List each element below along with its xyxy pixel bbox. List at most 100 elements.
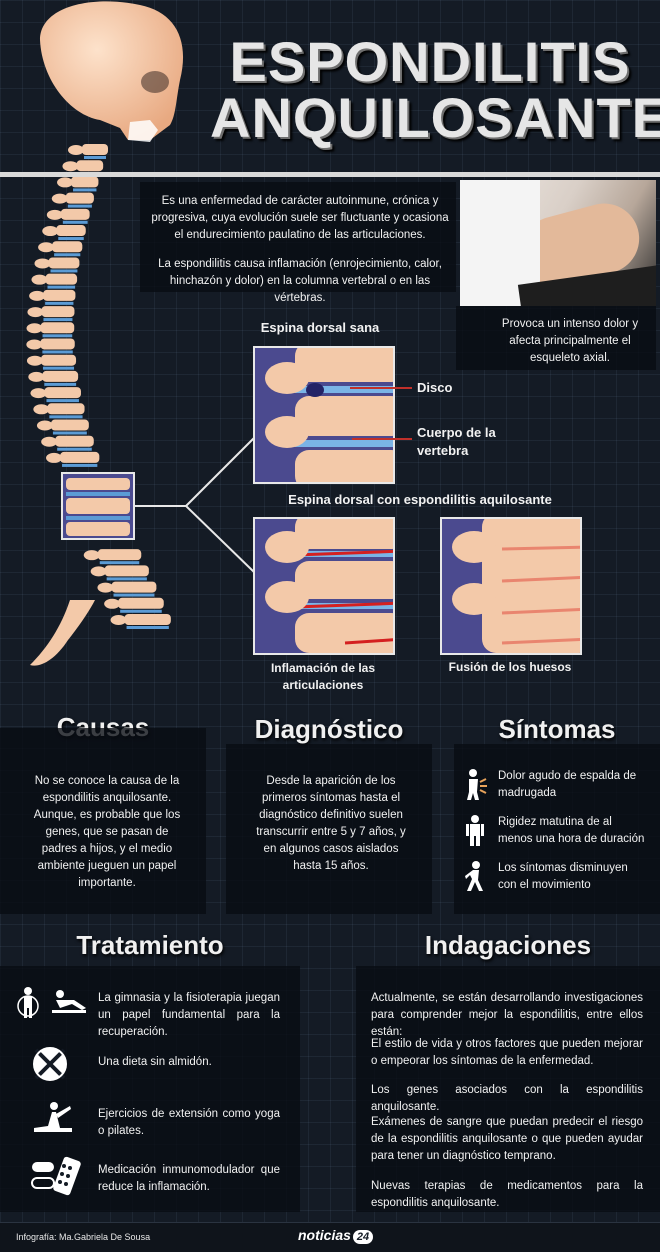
spinal-disc	[49, 415, 83, 419]
vertebra	[71, 176, 99, 188]
vertebra	[60, 208, 90, 220]
inflammation-image	[253, 517, 395, 655]
spinous-process	[97, 582, 114, 593]
back-pain-photo	[460, 180, 656, 306]
healthy-spine-image	[253, 346, 395, 484]
spinous-process	[26, 323, 43, 334]
symptom-2-text: Rigidez matutina de al menos una hora de…	[498, 816, 645, 845]
spinous-process	[110, 615, 127, 625]
disc-pointer	[350, 387, 412, 389]
treatment-2-text: Una dieta sin almidón.	[98, 1056, 212, 1068]
indagaciones-p4: Exámenes de sangre que puedan predecir e…	[371, 1116, 643, 1162]
spinal-disc	[113, 593, 155, 597]
spinous-process	[29, 290, 46, 301]
walking-person-icon	[462, 860, 488, 897]
skull-icon	[40, 1, 184, 142]
diagnostico-panel	[226, 744, 432, 914]
spinous-process	[104, 598, 121, 609]
pain-caption: Provoca un intenso dolor y afecta princi…	[501, 318, 639, 364]
spinous-process	[83, 550, 100, 561]
vertebra	[118, 597, 164, 609]
spinous-process	[28, 371, 45, 382]
yoga-icon	[30, 1100, 74, 1141]
spinous-process	[34, 258, 51, 269]
title-divider	[0, 172, 660, 177]
title-line-2: ANQUILOSANTE	[210, 86, 660, 149]
spinal-disc	[58, 237, 84, 241]
fusion-caption: Fusión de los huesos	[448, 660, 572, 674]
sintomas-panel	[454, 744, 660, 914]
tratamiento-heading: Tratamiento	[76, 930, 224, 960]
spinal-disc	[47, 285, 76, 289]
spinal-disc	[67, 204, 92, 208]
symptom-1-text: Dolor agudo de espalda de madrugada	[498, 770, 637, 799]
vertebra-body-pointer	[352, 438, 412, 440]
pain-caption-panel	[456, 306, 656, 370]
spinal-disc	[54, 253, 81, 257]
symptom-3-text: Los síntomas disminuyen con el movimient…	[498, 862, 628, 891]
spinal-disc	[46, 399, 79, 403]
diagnostico-text: Desde la aparición de los primeros sínto…	[256, 775, 406, 872]
spinal-disc	[42, 366, 75, 370]
vertebra	[48, 257, 80, 269]
spinal-disc	[45, 301, 74, 305]
causas-text: No se conoce la causa de la espondilitis…	[33, 775, 181, 889]
spinous-process	[30, 388, 47, 399]
vertebra	[40, 338, 75, 350]
indagaciones-p3: Los genes asociados con la espondilitis …	[371, 1084, 643, 1113]
vertebra	[65, 192, 94, 204]
vertebra	[76, 160, 104, 172]
spine-illustration	[26, 1, 184, 666]
spinous-process	[42, 226, 59, 237]
sintomas-heading: Síntomas	[498, 714, 616, 744]
spinous-process	[26, 339, 43, 350]
indagaciones-heading: Indagaciones	[424, 930, 592, 960]
spinal-disc	[42, 334, 73, 338]
spinous-process	[57, 177, 74, 188]
indagaciones-p1: Actualmente, se están desarrollando inve…	[371, 992, 643, 1038]
spinal-disc	[50, 269, 78, 273]
vertebra	[44, 387, 81, 399]
spinous-process	[33, 404, 50, 415]
stiff-person-icon	[462, 814, 488, 851]
physiotherapy-icon	[16, 986, 88, 1025]
spinous-process	[38, 242, 55, 253]
spinous-process	[27, 307, 44, 318]
spinal-disc	[43, 318, 73, 322]
inflammation-caption: Inflamación de las articulaciones	[270, 661, 376, 692]
vertebra	[52, 241, 83, 253]
vertebra	[42, 370, 79, 382]
vertebra	[45, 273, 78, 285]
treatment-1-text: La gimnasia y la fisioterapia juegan un …	[98, 992, 280, 1038]
spinous-process	[36, 420, 53, 431]
vertebra-body-label: Cuerpo de la vertebra	[417, 425, 496, 458]
spinous-process	[41, 436, 58, 447]
spinous-process	[68, 145, 84, 155]
spinal-disc	[42, 350, 73, 354]
spinal-disc	[126, 626, 169, 629]
spinal-disc	[73, 188, 97, 192]
spinal-disc	[120, 609, 162, 613]
vertebrae-group	[26, 144, 171, 666]
footer-logo-text: noticias	[298, 1227, 351, 1243]
spinal-disc	[106, 577, 147, 581]
vertebra	[60, 451, 100, 463]
vertebra	[55, 435, 94, 447]
intro-panel	[140, 182, 456, 292]
spinal-disc	[84, 156, 106, 159]
no-starch-icon	[30, 1044, 70, 1089]
spinous-process	[26, 355, 43, 366]
vertebra	[97, 549, 142, 561]
spinal-disc	[52, 431, 87, 435]
vertebra	[43, 289, 76, 301]
spinous-process	[90, 566, 107, 577]
disc-label: Disco	[417, 380, 453, 395]
back-pain-icon	[462, 768, 488, 805]
spinous-process	[31, 274, 48, 285]
vertebra	[82, 144, 108, 155]
zoom-connector-lines	[134, 437, 255, 573]
intro-paragraph-1: Es una enfermedad de carácter autoinmune…	[151, 195, 449, 241]
sacrum	[30, 600, 95, 666]
bone-fusion-image	[440, 517, 582, 655]
vertebra	[40, 322, 75, 334]
